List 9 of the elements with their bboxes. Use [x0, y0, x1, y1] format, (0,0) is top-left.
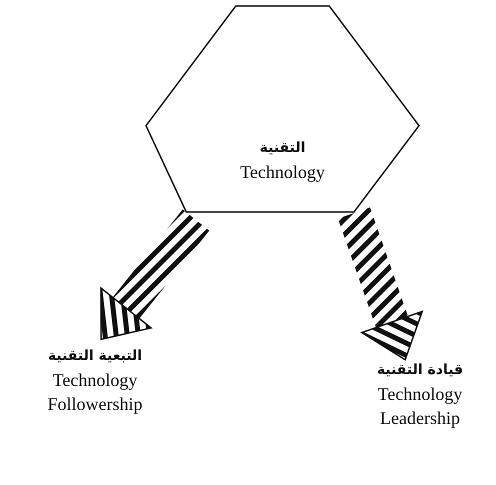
arabic-label: التبعية التقنية: [46, 348, 144, 364]
technology-hexagon: [145, 5, 420, 213]
arabic-label: قيادة التقنية: [376, 362, 464, 378]
arabic-label: التقنية: [258, 140, 306, 156]
hatched-block-arrow: [100, 209, 210, 340]
hatched-block-arrow: [338, 207, 423, 361]
english-label: Technology: [239, 161, 326, 184]
english-label: Technology Followership: [46, 369, 144, 416]
english-label: Technology Leadership: [376, 383, 464, 430]
